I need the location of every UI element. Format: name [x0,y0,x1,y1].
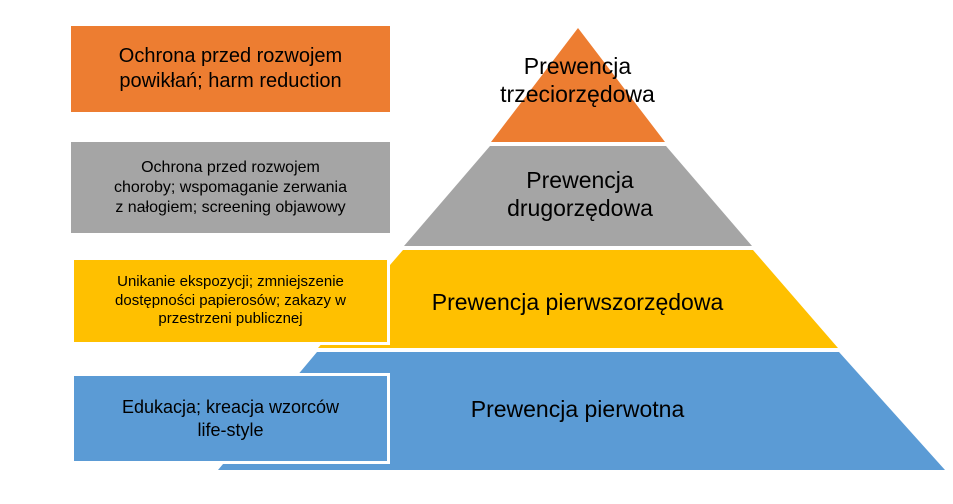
pyramid-level-primordial-shape [218,352,945,470]
description-box-tertiary: Ochrona przed rozwojem powikłań; harm re… [71,26,390,112]
description-box-secondary: Ochrona przed rozwojem choroby; wspomaga… [71,142,390,233]
pyramid-level-primary-shape [318,250,838,348]
pyramid-level-secondary-shape [404,146,752,246]
description-box-primary: Unikanie ekspozycji; zmniejszenie dostęp… [71,257,390,345]
pyramid-level-tertiary-shape [491,28,665,142]
description-box-primordial: Edukacja; kreacja wzorców life-style [71,373,390,464]
